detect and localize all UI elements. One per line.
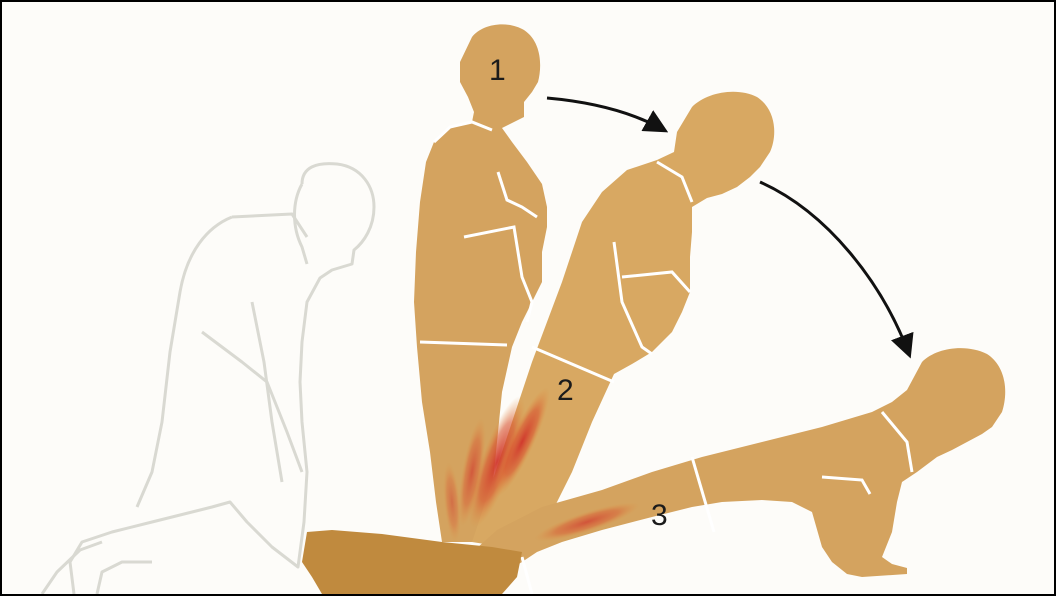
arrow-down-curve-icon xyxy=(760,182,909,354)
step-1-label: 1 xyxy=(489,54,506,87)
arrow-right-curve-icon xyxy=(547,98,664,130)
kneeling-outline-figure xyxy=(42,164,374,594)
step-2-label: 2 xyxy=(557,374,574,407)
step-3-label: 3 xyxy=(651,499,668,532)
